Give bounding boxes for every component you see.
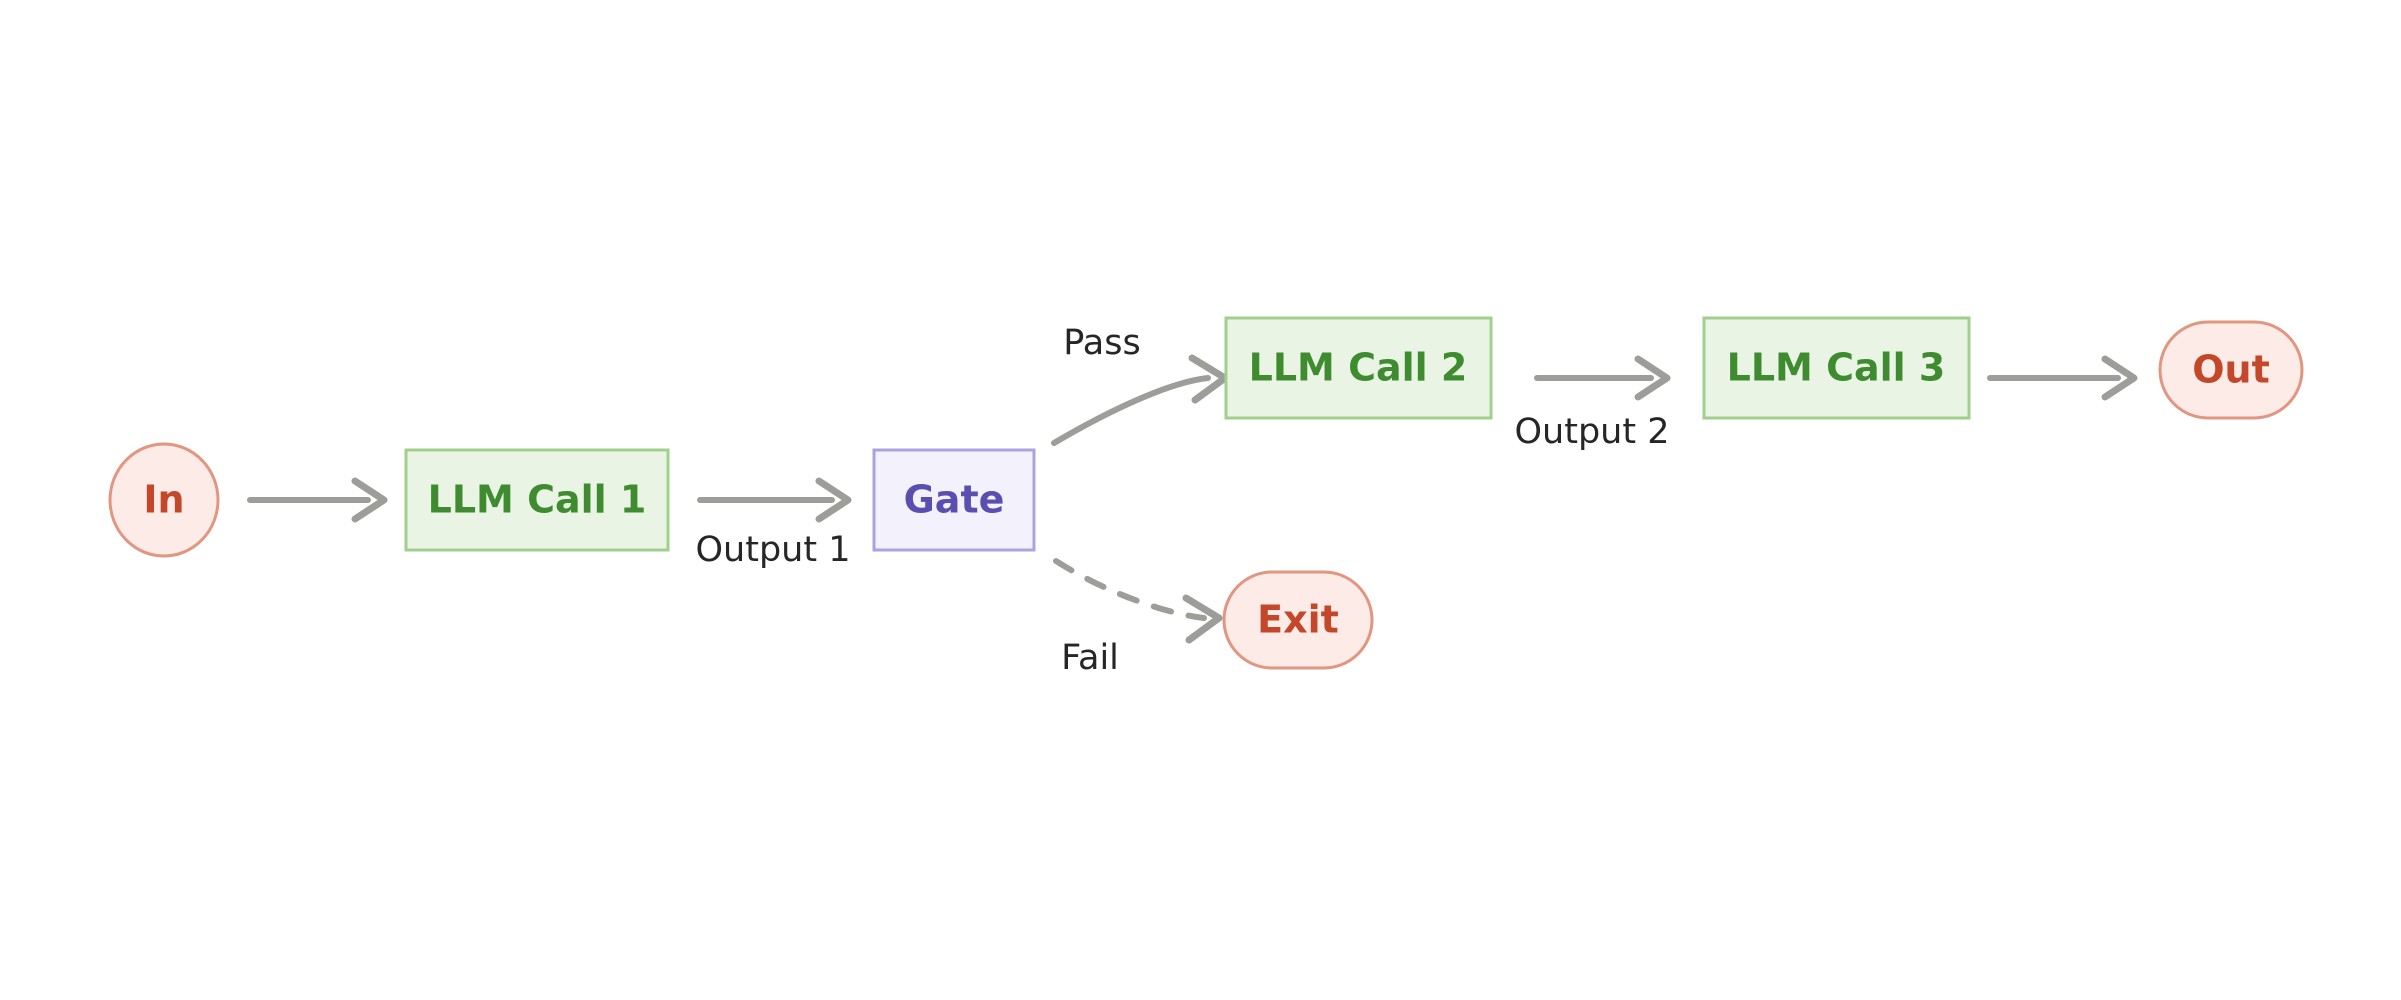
node-llm-call-2-label: LLM Call 2 xyxy=(1249,346,1468,390)
arrow-head-in-llm1 xyxy=(351,477,388,523)
node-llm-call-3[interactable]: LLM Call 3 xyxy=(1702,316,1971,420)
edge-llm2-to-llm3: Output 2 xyxy=(1515,355,1671,452)
node-llm-call-3-label: LLM Call 3 xyxy=(1727,346,1946,390)
arrow-head-gate-exit xyxy=(1182,594,1223,644)
edge-gate-to-exit: Fail xyxy=(1053,558,1223,678)
node-llm-call-3-shape[interactable] xyxy=(1702,316,1971,420)
node-exit-shape[interactable] xyxy=(1222,570,1374,670)
arrow-head-llm1-gate xyxy=(815,477,852,523)
node-in-shape[interactable] xyxy=(108,442,220,558)
edge-llm3-to-out xyxy=(1987,355,2138,401)
node-in[interactable]: In xyxy=(108,442,220,558)
edge-label-fail: Fail xyxy=(1061,638,1119,678)
node-llm-call-1[interactable]: LLM Call 1 xyxy=(404,448,670,552)
node-out-label: Out xyxy=(2192,348,2270,392)
node-out-shape[interactable] xyxy=(2158,320,2304,420)
arrow-head-llm2-llm3 xyxy=(1634,355,1671,401)
node-gate-label: Gate xyxy=(904,478,1005,522)
arrow-head-llm3-out xyxy=(2101,355,2138,401)
edge-line-gate-exit xyxy=(1053,558,1207,621)
edge-label-pass: Pass xyxy=(1063,323,1140,363)
edge-in-to-llm1 xyxy=(247,477,388,523)
edge-line-gate-llm2 xyxy=(1051,375,1211,446)
node-llm-call-2[interactable]: LLM Call 2 xyxy=(1224,316,1493,420)
node-llm-call-1-shape[interactable] xyxy=(404,448,670,552)
node-llm-call-1-label: LLM Call 1 xyxy=(428,478,647,522)
node-out[interactable]: Out xyxy=(2158,320,2304,420)
node-gate[interactable]: Gate xyxy=(872,448,1036,552)
edge-label-output-2: Output 2 xyxy=(1515,412,1670,452)
edge-llm1-to-gate: Output 1 xyxy=(696,477,852,570)
node-gate-shape[interactable] xyxy=(872,448,1036,552)
node-llm-call-2-shape[interactable] xyxy=(1224,316,1493,420)
edge-gate-to-llm2: Pass xyxy=(1051,323,1229,446)
edge-label-output-1: Output 1 xyxy=(696,530,851,570)
node-in-label: In xyxy=(143,478,184,522)
node-exit[interactable]: Exit xyxy=(1222,570,1374,670)
node-exit-label: Exit xyxy=(1257,598,1339,642)
